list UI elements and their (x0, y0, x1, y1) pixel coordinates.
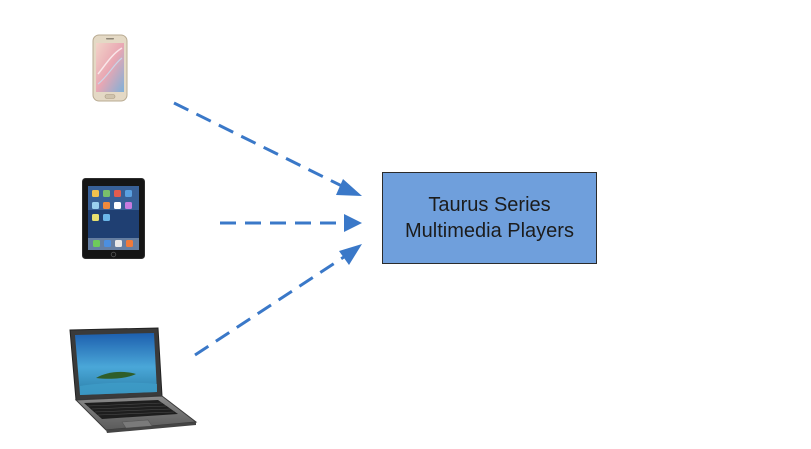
target-title-line1: Taurus Series (428, 194, 551, 216)
arrow-phone-to-box (173, 101, 351, 192)
target-title-line2: Multimedia Players (405, 220, 574, 242)
arrowhead-phone (336, 179, 362, 196)
arrowhead-laptop (339, 244, 362, 265)
smartphone-icon (92, 34, 128, 102)
laptop-icon (66, 326, 198, 436)
arrowhead-tablet (344, 214, 362, 232)
taurus-player-box: Taurus Series Multimedia Players (382, 172, 597, 264)
arrow-laptop-to-box (194, 251, 351, 357)
tablet-icon (82, 178, 145, 259)
